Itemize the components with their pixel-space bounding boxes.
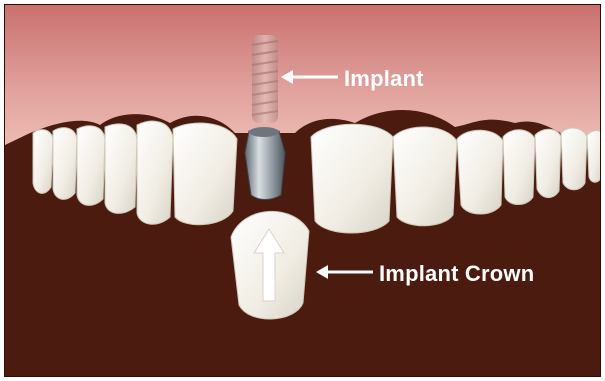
implant-screw [252, 35, 278, 123]
diagram-canvas: Implant Implant Crown [4, 4, 601, 377]
implant-label: Implant [344, 66, 424, 92]
dental-implant-illustration [5, 5, 601, 377]
crown-pointer-arrow [316, 265, 373, 279]
teeth-right [311, 124, 601, 233]
implant-abutment [245, 127, 285, 200]
teeth-left [33, 121, 237, 225]
implant-crown-label: Implant Crown [379, 261, 534, 287]
